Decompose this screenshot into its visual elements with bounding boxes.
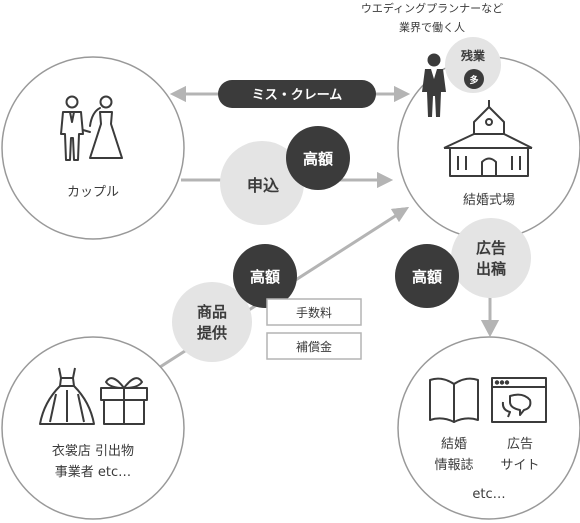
ad-badge [451,218,531,298]
overtime-many-label: 多 [469,74,478,86]
media-magazine-line1: 結婚 [441,437,467,452]
fee-box-compensation [266,332,362,360]
product-label-line2: 提供 [197,324,227,342]
media-etc-label: etc… [472,487,505,502]
apply-label: 申込 [247,176,279,195]
product-badge [172,282,252,362]
planner-icon [422,53,446,117]
product-label-line1: 商品 [197,303,227,321]
fee-commission-label: 手数料 [296,305,332,320]
media-site-line1: 広告 [507,437,533,452]
product-arrow-head-top [391,207,409,222]
planner-label-line2: 業界で働く人 [399,21,465,34]
gift-icon [100,377,148,425]
ad-cost-label: 高額 [412,268,442,286]
supplier-label-line1: 衣裳店 引出物 [52,443,134,459]
complaint-label: ミス・クレーム [252,88,343,103]
apply-arrow-head-top [377,172,393,188]
media-magazine-line2: 情報誌 [434,457,473,473]
media-site-line2: サイト [500,458,539,473]
complaint-pill [218,80,376,108]
ad-label-line1: 広告 [476,239,506,257]
planner-label-line1: ウエディングプランナーなど [361,1,503,15]
overtime-badge [445,37,501,93]
dress-icon [39,367,95,425]
supplier-circle [1,336,185,520]
ad-arrow-head-top [481,320,499,337]
complaint-arrow-head-left-top [170,86,186,102]
complaint-arrow-head-right-top [394,86,410,102]
ad-label-line2: 出稿 [476,260,506,278]
ad-cost-badge [395,244,459,308]
product-cost-badge [233,244,297,308]
fee-compensation-label: 補償金 [296,339,332,354]
apply-cost-badge [286,126,350,190]
couple-label: カップル [67,185,119,200]
media-circle [397,336,580,520]
apply-badge [220,141,304,225]
website-icon [491,377,547,423]
magazine-icon [429,377,479,423]
couple-icon [60,95,123,161]
product-cost-label: 高額 [250,268,280,286]
overtime-label: 残業 [461,48,486,63]
venue-label: 結婚式場 [463,193,515,208]
overtime-many-badge [464,69,484,89]
chapel-icon [443,100,533,177]
fee-box-commission [266,298,362,326]
supplier-label-line2: 事業者 etc… [55,464,131,480]
apply-cost-label: 高額 [303,150,333,168]
